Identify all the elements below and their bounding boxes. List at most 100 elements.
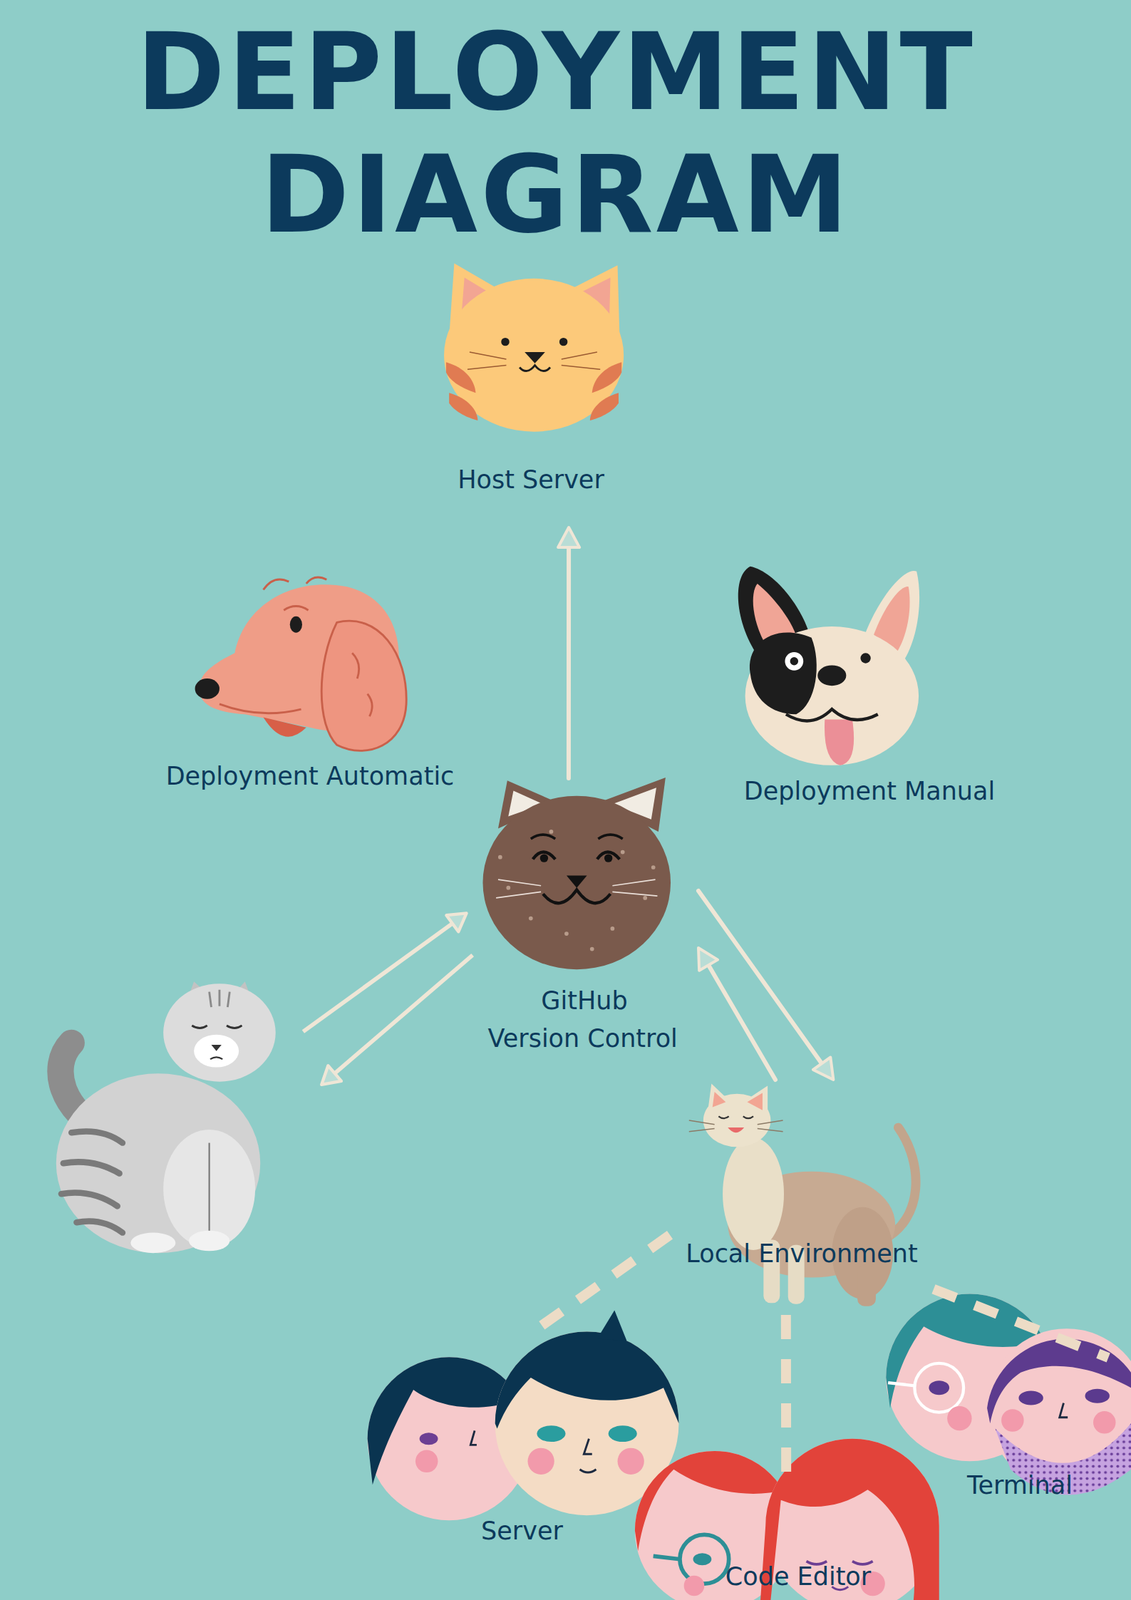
- brown-cat: [549, 829, 554, 834]
- brown-cat: [528, 916, 534, 921]
- gray-cat-arrows: [334, 954, 474, 1074]
- gray-cat-arrows: [302, 923, 452, 1032]
- server-faces: [419, 1432, 439, 1445]
- bulldog: [749, 632, 817, 715]
- gray-cat: [56, 1073, 261, 1253]
- node-label: Terminal: [967, 1470, 1073, 1501]
- server-faces: [536, 1425, 566, 1442]
- diagram-title: DEPLOYMENT DIAGRAM: [106, 10, 1005, 256]
- brown-cat: [564, 931, 569, 936]
- gray-cat: [163, 1129, 256, 1248]
- host-cat: [590, 392, 619, 421]
- bulldog: [784, 652, 804, 671]
- spaniel-dog: [321, 620, 407, 751]
- code-editor-faces: [693, 1552, 712, 1566]
- brown-cat: [642, 895, 648, 901]
- arrow-head: [698, 947, 718, 971]
- terminal-faces: [1018, 1390, 1043, 1405]
- spaniel-dog: [283, 605, 308, 611]
- terminal-faces: [885, 1293, 1131, 1495]
- server-faces: [470, 1430, 477, 1445]
- bulldog: [860, 652, 871, 663]
- host-cat: [501, 337, 509, 346]
- brown-cat: [496, 891, 541, 898]
- terminal-faces: [1001, 1408, 1025, 1432]
- terminal-faces: [1059, 1403, 1068, 1418]
- dashed-link-line: [531, 1235, 670, 1333]
- bulldog: [745, 626, 919, 766]
- host-cat: [469, 352, 507, 360]
- connector-line: [706, 962, 776, 1080]
- spaniel-dog: [195, 577, 407, 751]
- gray-cat: [191, 1025, 242, 1029]
- node-label: Server: [481, 1515, 564, 1546]
- gray-cat: [163, 983, 276, 1082]
- terminal-faces: [1085, 1388, 1110, 1404]
- spaniel-dog: [290, 616, 303, 633]
- arrow-head: [813, 1056, 834, 1080]
- brown-cat: [482, 796, 671, 970]
- node-label: Local Environment: [685, 1238, 918, 1269]
- bulldog: [790, 657, 799, 665]
- sphynx-cat: [689, 1120, 784, 1132]
- brown-cat: [620, 850, 626, 855]
- host-cat: [446, 362, 477, 393]
- connector-arrow: [698, 890, 834, 1080]
- sphynx-cat: [727, 1127, 745, 1133]
- server-faces: [597, 1309, 628, 1341]
- connector-arrow: [558, 527, 580, 779]
- brown-cat: [566, 875, 588, 888]
- figure-node: Deployment Manual: [719, 559, 1020, 809]
- figure-node: Server: [363, 1332, 681, 1551]
- terminal-faces: [928, 1380, 950, 1395]
- host-cat: [524, 352, 546, 364]
- sphynx-cat: [857, 1264, 876, 1306]
- brown-cat: [543, 889, 611, 903]
- gray-cat: [210, 1044, 221, 1052]
- gray-cat: [193, 1034, 239, 1068]
- brown-cat: [498, 879, 541, 886]
- gray-cat: [208, 1143, 211, 1238]
- node-label: Code Editor: [725, 1561, 871, 1592]
- sphynx-cat: [718, 1116, 754, 1119]
- figure-node: Local Environment: [669, 1079, 934, 1315]
- spaniel-dog: [263, 717, 307, 737]
- gray-cat-arrows: [446, 912, 467, 932]
- spaniel-dog: [263, 577, 373, 717]
- host-cat: [559, 337, 568, 346]
- sphynx-cat: [722, 1137, 784, 1250]
- gray-cat: [188, 1230, 230, 1252]
- host-cat: [443, 262, 624, 432]
- bulldog: [738, 566, 920, 766]
- node-label: GitHub Version Control: [488, 982, 682, 1057]
- host-cat: [561, 352, 598, 360]
- node-label: Deployment Manual: [744, 776, 995, 807]
- sphynx-cat: [689, 1083, 916, 1307]
- code-editor-faces: [684, 1575, 705, 1597]
- server-faces: [495, 1331, 680, 1429]
- terminal-faces: [1093, 1411, 1117, 1434]
- spaniel-dog: [195, 678, 220, 700]
- sphynx-cat: [712, 1091, 727, 1107]
- terminal-faces: [914, 1363, 964, 1413]
- bulldog: [817, 665, 846, 687]
- brown-cat: [482, 777, 671, 970]
- brown-cat: [498, 855, 503, 860]
- brown-cat: [651, 865, 656, 870]
- figure-node: GitHub Version Control: [470, 778, 699, 1064]
- dashed-link: [785, 1314, 787, 1479]
- figure-node: Code Editor: [652, 1478, 945, 1597]
- server-faces: [608, 1425, 638, 1442]
- brown-cat: [505, 885, 511, 891]
- connector-line: [566, 544, 571, 779]
- arrow-head: [558, 527, 580, 548]
- terminal-faces: [887, 1382, 915, 1386]
- server-faces: [528, 1448, 555, 1475]
- brown-cat: [610, 926, 616, 931]
- dashed-link-line: [781, 1314, 792, 1479]
- brown-cat: [612, 879, 655, 886]
- spaniel-dog: [219, 704, 302, 714]
- host-cat: [561, 365, 601, 370]
- gray-cat-arrows: [302, 912, 473, 1085]
